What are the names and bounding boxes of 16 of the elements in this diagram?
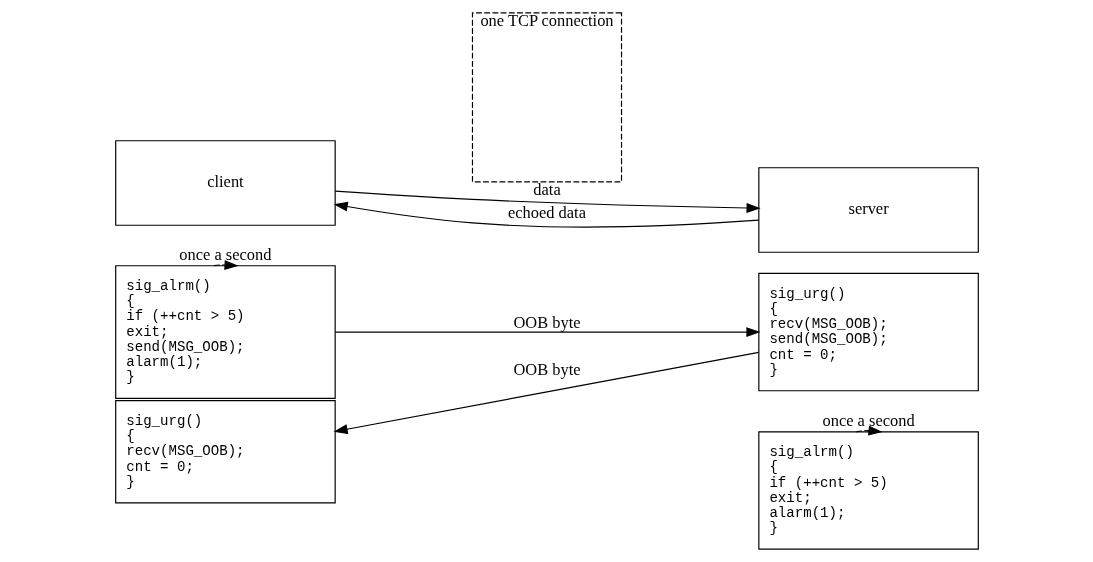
edge-label: OOB byte bbox=[512, 312, 581, 332]
edge-label: OOB byte bbox=[512, 359, 581, 379]
node-box: one TCP connection bbox=[471, 12, 622, 183]
arrow bbox=[333, 201, 759, 228]
node-box: sig_urg() { recv(MSG_OOB); cnt = 0; } bbox=[114, 400, 336, 504]
arrow bbox=[212, 260, 239, 270]
arrow bbox=[855, 425, 883, 436]
node-box: client bbox=[114, 140, 336, 226]
arrow bbox=[334, 327, 760, 337]
node-box: sig_urg() { recv(MSG_OOB); send(MSG_OOB); cnt = 0; } bbox=[757, 272, 979, 392]
edge-label: echoed data bbox=[507, 203, 586, 223]
arrow bbox=[333, 351, 759, 435]
edge-label: once a second bbox=[822, 411, 915, 431]
edge-label: once a second bbox=[178, 245, 271, 265]
node-box: server bbox=[757, 167, 979, 253]
arrow bbox=[334, 190, 761, 213]
